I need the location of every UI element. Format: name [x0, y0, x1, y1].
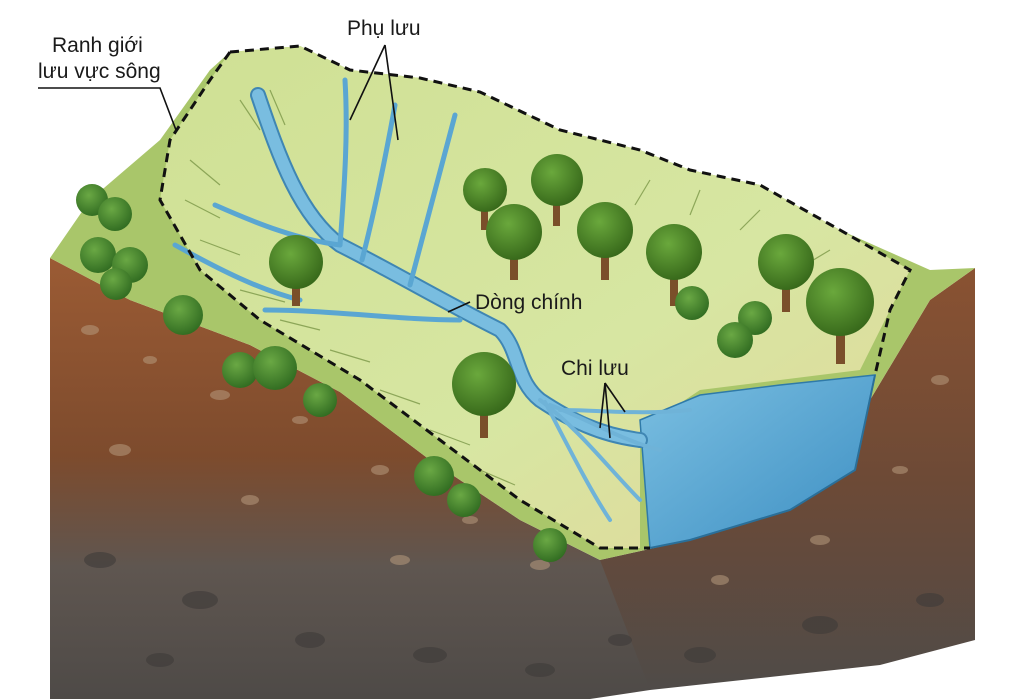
- tree-icon: [463, 168, 507, 230]
- soil-block: [50, 258, 975, 699]
- tree-icon: [531, 154, 583, 226]
- distributary-leader-2: [604, 382, 626, 413]
- tributary-leader-1: [349, 44, 386, 121]
- shrub-icon: [303, 383, 337, 417]
- shrub-icon: [533, 528, 567, 562]
- shrub-icon: [100, 268, 132, 300]
- shrub-icon: [717, 322, 753, 358]
- tree-icon: [806, 268, 874, 364]
- tree-icon: [486, 204, 542, 280]
- tributary-label: Phụ lưu: [347, 17, 421, 40]
- shrub-icon: [163, 295, 203, 335]
- distributaries: [538, 398, 692, 522]
- shrub-icon: [253, 346, 297, 390]
- tree-icon: [758, 234, 814, 312]
- river-system: [172, 77, 692, 522]
- distributary-leader-3: [604, 382, 611, 439]
- boundary-leader: [38, 87, 177, 131]
- main-river-label: Dòng chính: [475, 291, 583, 314]
- main-river: [252, 89, 646, 446]
- soil-front-face: [50, 258, 655, 699]
- watershed-boundary-line: [158, 44, 912, 550]
- slope-hatching: [184, 89, 831, 486]
- soil-right-face: [600, 268, 975, 690]
- tributary-leader-2: [384, 44, 399, 141]
- shrub-icon: [80, 237, 116, 273]
- bedrock-stones: [84, 552, 944, 677]
- tree-icon: [452, 352, 516, 438]
- lake-front-edge: [649, 374, 876, 549]
- shrub-icon: [447, 483, 481, 517]
- shrub-icon: [414, 456, 454, 496]
- main-river-leader: [447, 301, 471, 313]
- shrub-icon: [98, 197, 132, 231]
- boundary-label-line1: Ranh giới: [52, 34, 143, 57]
- tree-icon: [577, 202, 633, 280]
- shrubs: [76, 184, 772, 562]
- leader-lines: [38, 44, 626, 439]
- boundary-label-line2: lưu vực sông: [38, 60, 161, 83]
- soil-pebbles: [81, 325, 949, 585]
- tree-icon: [646, 224, 702, 306]
- distributary-leader-1: [599, 382, 606, 429]
- trees: [269, 154, 874, 438]
- tree-icon: [269, 235, 323, 306]
- shrub-icon: [222, 352, 258, 388]
- distributary-label: Chi lưu: [561, 357, 629, 380]
- watershed-basin: [160, 46, 910, 548]
- shrub-icon: [675, 286, 709, 320]
